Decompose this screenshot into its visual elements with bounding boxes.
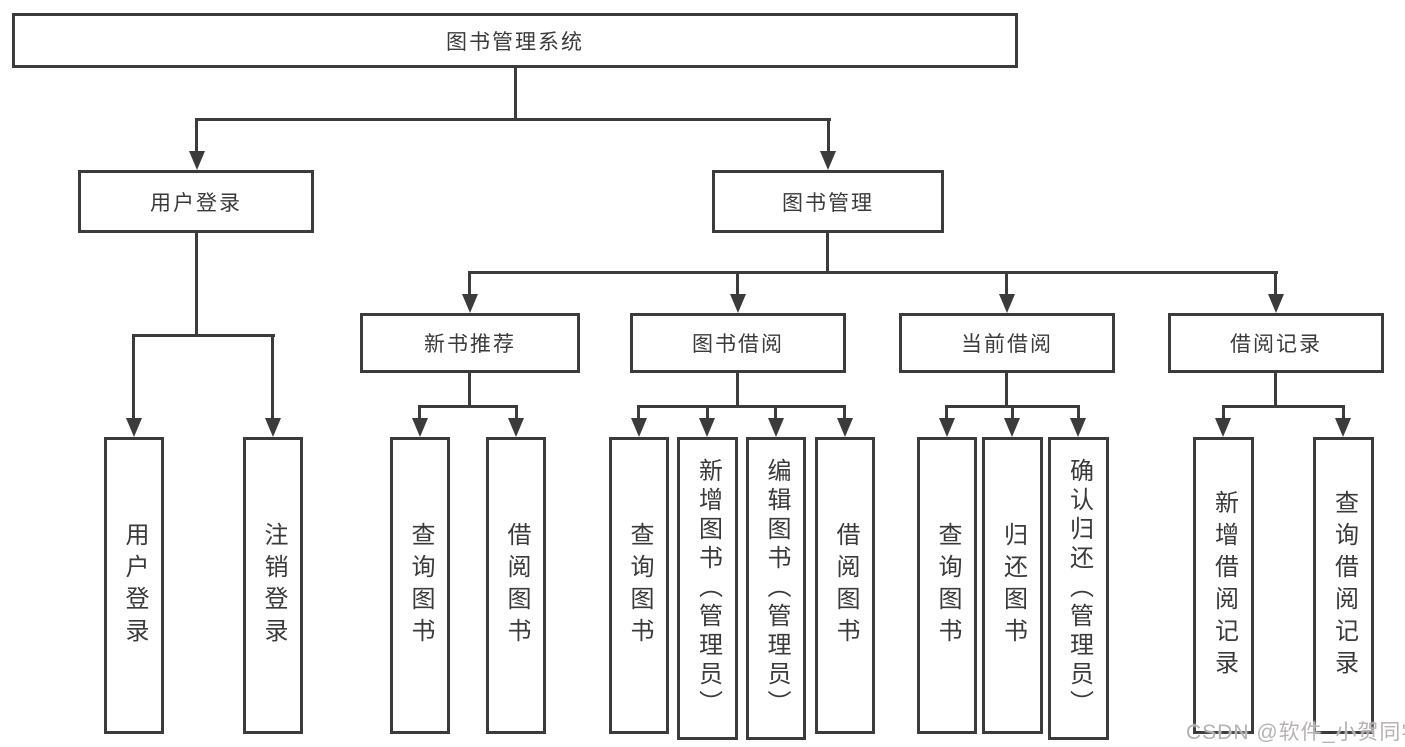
connector-drop-leaf xyxy=(637,405,640,421)
leaf-add-books-admin-label: 新增图书（管理员） xyxy=(694,458,722,719)
leaf-query-borrow-record-label: 查询借阅记录 xyxy=(1330,489,1358,682)
leaf-confirm-return-admin-label: 确认归还（管理员） xyxy=(1065,458,1093,719)
arrow-down-icon xyxy=(1215,418,1231,437)
connector-rail-level3 xyxy=(468,271,1278,274)
connector-drop-leaf xyxy=(1011,405,1014,421)
leaf-add-borrow-record: 新增借阅记录 xyxy=(1193,437,1254,734)
arrow-down-icon xyxy=(265,418,281,437)
node-user-login: 用户登录 xyxy=(78,170,314,233)
connector-records-stem xyxy=(1274,371,1277,408)
arrow-down-icon xyxy=(1004,418,1020,437)
connector-drop-leaf xyxy=(945,405,948,421)
arrow-down-icon xyxy=(768,418,784,437)
connector-rail-level2 xyxy=(195,118,831,121)
connector-drop-login-leaf xyxy=(132,334,135,421)
leaf-add-books-admin: 新增图书（管理员） xyxy=(677,437,738,740)
node-borrowing-records: 借阅记录 xyxy=(1168,313,1384,373)
connector-rail-records-leaves xyxy=(1222,405,1345,408)
arrow-down-icon xyxy=(1268,294,1284,313)
leaf-query-books-borrow: 查询图书 xyxy=(609,437,669,734)
leaf-user-login: 用户登录 xyxy=(104,437,164,734)
leaf-return-books: 归还图书 xyxy=(982,437,1043,734)
arrow-down-icon xyxy=(1070,418,1086,437)
connector-drop-newbook xyxy=(468,271,471,297)
connector-drop-leaf xyxy=(418,405,421,421)
connector-rail-user-leaves xyxy=(132,334,275,337)
arrow-down-icon xyxy=(462,294,478,313)
connector-newbook-stem xyxy=(468,371,471,408)
arrow-down-icon xyxy=(412,418,428,437)
connector-drop-leaf xyxy=(515,405,518,421)
node-book-management: 图书管理 xyxy=(712,170,944,233)
arrow-down-icon xyxy=(1335,418,1351,437)
arrow-down-icon xyxy=(508,418,524,437)
leaf-edit-books-admin-label: 编辑图书（管理员） xyxy=(763,458,790,719)
connector-drop-records xyxy=(1274,271,1277,297)
connector-drop-book-mgmt xyxy=(827,118,830,153)
arrow-down-icon xyxy=(730,294,746,313)
connector-drop-leaf xyxy=(1342,405,1345,421)
connector-drop-bookborrow xyxy=(736,271,739,297)
node-user-login-label: 用户登录 xyxy=(150,191,242,215)
arrow-down-icon xyxy=(699,418,715,437)
node-library-system-label: 图书管理系统 xyxy=(446,30,584,54)
leaf-query-books-borrow-label: 查询图书 xyxy=(626,521,653,650)
connector-book-mgmt-stem xyxy=(826,233,829,273)
leaf-user-login-label: 用户登录 xyxy=(121,521,148,650)
watermark-text: CSDN @软件_小贺同学 xyxy=(1186,721,1405,744)
connector-rail-borrow-leaves xyxy=(637,405,846,408)
connector-drop-currentborrow xyxy=(1005,271,1008,297)
arrow-down-icon xyxy=(939,418,955,437)
leaf-return-books-label: 归还图书 xyxy=(999,521,1027,650)
connector-currentborrow-stem xyxy=(1005,371,1008,408)
node-current-borrowing: 当前借阅 xyxy=(899,313,1115,373)
leaf-query-borrow-record: 查询借阅记录 xyxy=(1313,437,1374,734)
node-new-book-recommend-label: 新书推荐 xyxy=(424,333,516,356)
arrow-down-icon xyxy=(837,418,853,437)
leaf-edit-books-admin: 编辑图书（管理员） xyxy=(746,437,806,740)
leaf-borrow-books-label: 借阅图书 xyxy=(832,521,859,650)
node-book-management-label: 图书管理 xyxy=(782,191,874,215)
node-borrowing-records-label: 借阅记录 xyxy=(1230,333,1322,356)
leaf-logout: 注销登录 xyxy=(243,437,303,734)
connector-drop-leaf xyxy=(774,405,777,421)
leaf-borrow-books-recommend-label: 借阅图书 xyxy=(503,521,530,650)
arrow-down-icon xyxy=(820,151,836,170)
connector-drop-leaf xyxy=(843,405,846,421)
connector-user-login-stem xyxy=(195,233,198,337)
leaf-confirm-return-admin: 确认归还（管理员） xyxy=(1048,437,1109,740)
leaf-borrow-books: 借阅图书 xyxy=(815,437,875,734)
node-book-borrowing: 图书借阅 xyxy=(630,313,846,373)
connector-drop-user-login xyxy=(195,118,198,153)
leaf-query-books-recommend: 查询图书 xyxy=(390,437,450,734)
leaf-borrow-books-recommend: 借阅图书 xyxy=(486,437,546,734)
leaf-query-books-recommend-label: 查询图书 xyxy=(407,521,434,650)
leaf-query-books-current: 查询图书 xyxy=(917,437,977,734)
arrow-down-icon xyxy=(999,294,1015,313)
connector-bookborrow-stem xyxy=(736,371,739,408)
leaf-query-books-current-label: 查询图书 xyxy=(934,521,961,650)
connector-drop-leaf xyxy=(706,405,709,421)
node-library-system: 图书管理系统 xyxy=(12,13,1018,68)
connector-drop-leaf xyxy=(1077,405,1080,421)
connector-drop-leaf xyxy=(1222,405,1225,421)
connector-drop-logout-leaf xyxy=(271,334,274,421)
connector-root-stem xyxy=(514,67,517,121)
arrow-down-icon xyxy=(631,418,647,437)
node-current-borrowing-label: 当前借阅 xyxy=(961,333,1053,356)
arrow-down-icon xyxy=(189,151,205,170)
node-book-borrowing-label: 图书借阅 xyxy=(692,333,784,356)
leaf-add-borrow-record-label: 新增借阅记录 xyxy=(1210,489,1238,682)
arrow-down-icon xyxy=(126,418,142,437)
node-new-book-recommend: 新书推荐 xyxy=(360,313,580,373)
connector-rail-newbook-leaves xyxy=(418,405,518,408)
leaf-logout-label: 注销登录 xyxy=(260,521,287,650)
